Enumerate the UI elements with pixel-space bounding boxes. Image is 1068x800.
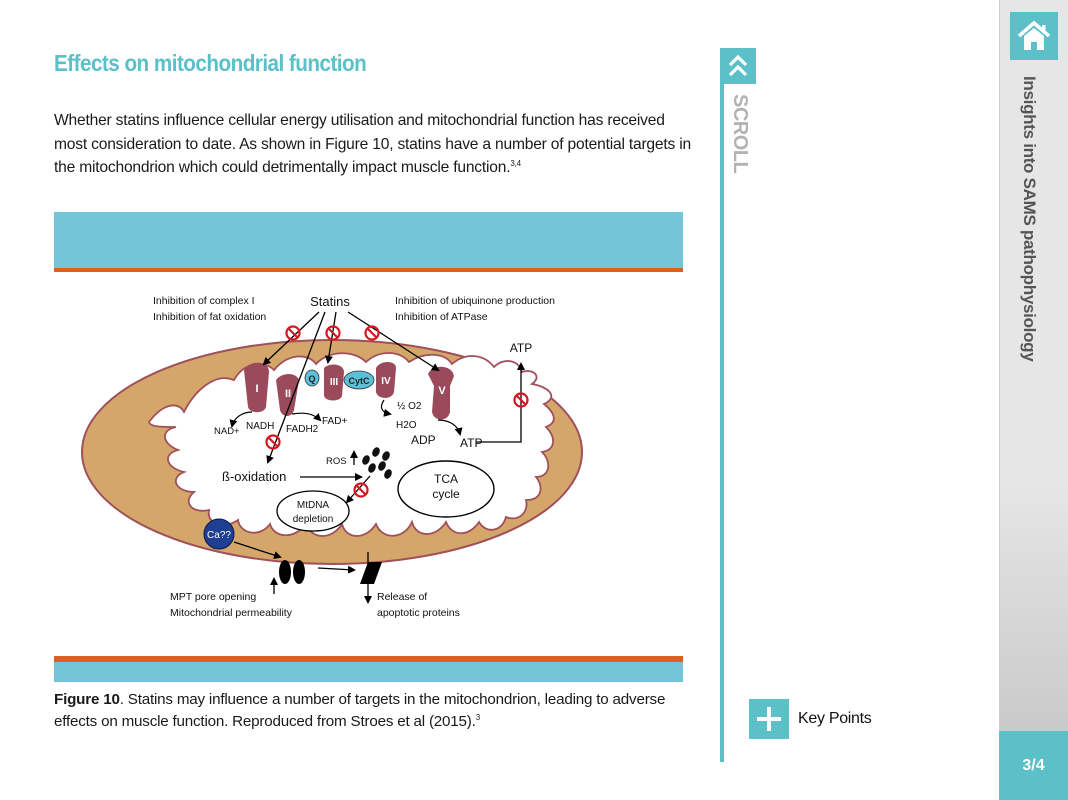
complex-iv-shape bbox=[376, 362, 396, 398]
key-points-toggle[interactable] bbox=[749, 699, 789, 739]
release-label-2: apoptotic proteins bbox=[377, 607, 460, 619]
caption-text: . Statins may influence a number of targ… bbox=[54, 691, 666, 730]
intro-text: Whether statins influence cellular energ… bbox=[54, 112, 691, 176]
figure-top-rule bbox=[54, 268, 683, 272]
double-chevron-up-icon bbox=[728, 54, 748, 77]
complex-v-label: V bbox=[438, 385, 446, 397]
mpt-label-1: MPT pore opening bbox=[170, 591, 256, 603]
plus-icon bbox=[757, 707, 781, 731]
complex-ii-shape bbox=[276, 374, 299, 416]
section-title-vertical: Insights into SAMS pathophysiology bbox=[1020, 76, 1039, 362]
mtdna-label-2: depletion bbox=[293, 514, 334, 525]
calcium-circle bbox=[203, 518, 235, 550]
page-content: Effects on mitochondrial function Whethe… bbox=[54, 50, 704, 733]
scroll-track[interactable] bbox=[720, 84, 724, 762]
ros-label: ROS bbox=[326, 456, 347, 467]
atp-label: ATP bbox=[460, 436, 482, 450]
right-sidebar bbox=[999, 0, 1068, 800]
mtdna-bubble bbox=[276, 490, 350, 532]
mpt-label-2: Mitochondrial permeability bbox=[170, 607, 293, 619]
tca-cycle bbox=[397, 460, 495, 518]
page-title: Effects on mitochondrial function bbox=[54, 50, 367, 76]
figure-bottom-band bbox=[54, 662, 683, 682]
fad-label: FAD+ bbox=[322, 416, 347, 427]
h2o-label: H2O bbox=[396, 420, 417, 431]
complex-i-label: I bbox=[255, 383, 258, 395]
figure-top-band bbox=[54, 212, 683, 268]
atp-top-label: ATP bbox=[510, 341, 532, 355]
key-points-button[interactable]: Key Points bbox=[749, 699, 872, 739]
statins-label: Statins bbox=[310, 294, 350, 309]
complex-i-shape bbox=[244, 362, 269, 413]
home-icon bbox=[1017, 20, 1051, 50]
caption-label: Figure 10 bbox=[54, 691, 120, 708]
complex-iv-label: IV bbox=[381, 376, 391, 387]
scroll-label: SCROLL bbox=[729, 94, 751, 174]
scroll-up-button[interactable] bbox=[720, 48, 756, 84]
home-button[interactable] bbox=[1010, 12, 1058, 60]
beta-oxidation-label: ß-oxidation bbox=[222, 469, 286, 484]
calcium-label: Ca?? bbox=[207, 530, 231, 541]
half-o2-label: ½ O2 bbox=[397, 401, 422, 412]
adp-label: ADP bbox=[411, 433, 436, 447]
nadh-label: NADH bbox=[246, 421, 274, 432]
tca-label-1: TCA bbox=[434, 472, 458, 486]
complex-iii-label: III bbox=[330, 377, 339, 388]
complex-iii-shape bbox=[324, 364, 344, 401]
q-shape bbox=[304, 369, 320, 387]
q-label: Q bbox=[308, 374, 315, 384]
release-label-1: Release of bbox=[377, 591, 427, 603]
left-label-2: Inhibition of fat oxidation bbox=[153, 311, 266, 323]
right-label-2: Inhibition of ATPase bbox=[395, 311, 488, 323]
page-indicator[interactable]: 3/4 bbox=[999, 731, 1068, 800]
nad-label: NAD+ bbox=[214, 426, 240, 437]
figure-caption: Figure 10. Statins may influence a numbe… bbox=[54, 689, 704, 733]
complex-ii-label: II bbox=[285, 388, 291, 400]
ros-particles bbox=[362, 447, 392, 479]
cytc-shape bbox=[343, 370, 375, 390]
intro-refs: 3,4 bbox=[510, 158, 521, 168]
mitochondrion-figure: I II Q III CytC IV V Statins Inhibition … bbox=[81, 294, 583, 619]
caption-ref: 3 bbox=[475, 712, 480, 722]
figure-bottom-rule bbox=[54, 656, 683, 662]
mtdna-label-1: MtDNA bbox=[297, 500, 330, 511]
complex-v-shape bbox=[428, 366, 454, 420]
key-points-label: Key Points bbox=[798, 710, 872, 727]
right-label-1: Inhibition of ubiquinone production bbox=[395, 295, 555, 307]
tca-label-2: cycle bbox=[432, 487, 460, 501]
fadh2-label: FADH2 bbox=[286, 424, 319, 435]
left-label-1: Inhibition of complex I bbox=[153, 295, 255, 307]
cytc-label: CytC bbox=[348, 376, 370, 386]
intro-paragraph: Whether statins influence cellular energ… bbox=[54, 109, 694, 180]
